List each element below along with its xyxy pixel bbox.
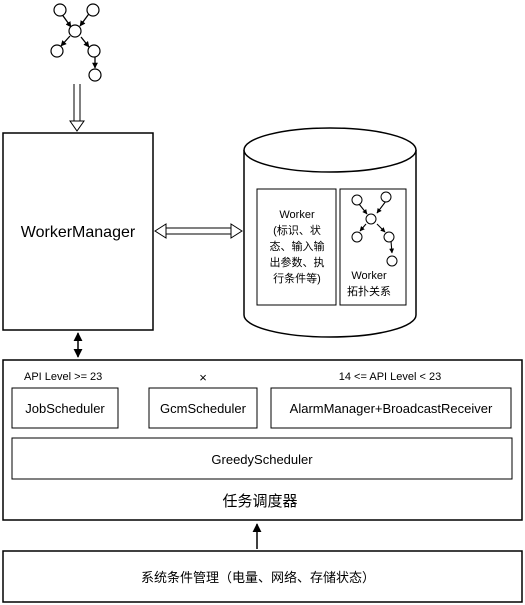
system-condition-label: 系统条件管理（电量、网络、存储状态） <box>141 570 375 585</box>
worker-info-line-3: 态、输入输 <box>270 239 325 253</box>
worker-graph-icon-small <box>351 191 398 267</box>
bidirectional-hollow-arrow <box>154 223 243 239</box>
jobscheduler-label: JobScheduler <box>25 401 105 416</box>
greedyscheduler-box <box>11 437 513 480</box>
workermanager-label: WorkerManager <box>21 224 136 241</box>
api-level-left: API Level >= 23 <box>24 371 102 383</box>
topology-line-1: Worker <box>351 270 387 282</box>
workermanager-box <box>2 132 154 331</box>
api-level-mid: × <box>199 370 207 385</box>
worker-info-line-5: 行条件等) <box>273 271 321 285</box>
worker-topology-box <box>339 188 407 306</box>
alarmmanager-box <box>270 387 512 429</box>
jobscheduler-box <box>11 387 119 429</box>
topology-line-2: 拓扑关系 <box>347 284 391 298</box>
api-level-right: 14 <= API Level < 23 <box>339 371 441 383</box>
gcmscheduler-label: GcmScheduler <box>160 401 247 416</box>
greedyscheduler-label: GreedyScheduler <box>211 452 313 467</box>
alarmmanager-label: AlarmManager+BroadcastReceiver <box>290 401 493 416</box>
gcmscheduler-box <box>148 387 258 429</box>
worker-graph-icon-top <box>50 3 102 82</box>
worker-info-line-2: (标识、状 <box>273 223 321 237</box>
worker-info-box <box>256 188 337 306</box>
worker-info-line-1: Worker <box>279 209 315 221</box>
task-scheduler-caption: 任务调度器 <box>222 493 297 510</box>
worker-info-line-4: 出参数、执 <box>270 255 325 269</box>
system-condition-box <box>2 550 523 603</box>
hollow-down-arrow <box>69 84 85 132</box>
